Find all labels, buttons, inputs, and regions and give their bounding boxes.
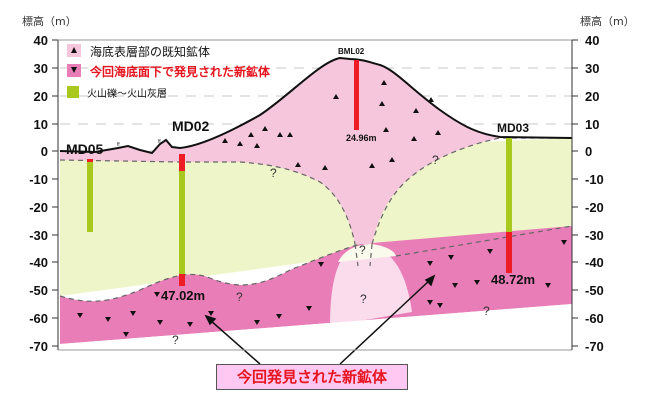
- md02-label: MD02: [172, 118, 210, 134]
- seafloor-profile: [59, 56, 573, 155]
- new-ore-callout: 今回発見された新鉱体: [216, 364, 408, 390]
- borehole-md02: [179, 154, 185, 286]
- uncertain-ore-zone: [330, 245, 412, 326]
- bml02-label: BML02: [338, 47, 365, 56]
- svg-text:-20: -20: [29, 200, 48, 215]
- md03-depth: 48.72m: [491, 272, 535, 287]
- svg-text:-70: -70: [585, 339, 604, 354]
- marker-ff-2: ff: [158, 139, 161, 145]
- right-axis-title: 標高（m）: [580, 14, 635, 28]
- svg-text:海底表層部の既知鉱体: 海底表層部の既知鉱体: [90, 44, 210, 59]
- svg-text:今回海底面下で発見された新鉱体: 今回海底面下で発見された新鉱体: [89, 64, 271, 79]
- known-ore-body: [60, 58, 572, 244]
- triangle-down-icon: [71, 67, 77, 73]
- boundary-lines: [59, 137, 573, 302]
- svg-text:-20: -20: [585, 200, 604, 215]
- svg-text:?: ?: [359, 243, 366, 257]
- svg-text:-60: -60: [585, 311, 604, 326]
- unknown-marks: ? ? ? ? ? ? ?: [172, 153, 490, 347]
- svg-text:10: 10: [34, 117, 48, 132]
- svg-text:?: ?: [236, 290, 243, 304]
- borehole-md03: [506, 138, 512, 273]
- svg-text:?: ?: [360, 292, 367, 306]
- svg-text:20: 20: [34, 89, 48, 104]
- svg-text:0: 0: [41, 144, 48, 159]
- left-tick-labels: 40 30 20 10 0 -10 -20 -30 -40 -50 -60 -70: [29, 33, 48, 354]
- svg-text:-30: -30: [29, 228, 48, 243]
- new-ore-markers: [77, 240, 567, 337]
- borehole-bml02: [354, 60, 359, 130]
- svg-text:?: ?: [483, 304, 490, 318]
- svg-text:30: 30: [585, 61, 599, 76]
- svg-text:40: 40: [34, 33, 48, 48]
- svg-text:-40: -40: [585, 255, 604, 270]
- svg-text:-30: -30: [585, 228, 604, 243]
- borehole-md05: [87, 159, 93, 232]
- seafloor-base: [60, 304, 572, 352]
- svg-text:10: 10: [585, 117, 599, 132]
- new-ore-body: [60, 226, 572, 344]
- left-axis-title: 標高（m）: [22, 14, 77, 28]
- triangle-up-icon: [71, 47, 77, 53]
- left-axis: [52, 39, 572, 351]
- svg-text:0: 0: [585, 144, 592, 159]
- uncertain-ore-zone-upper: [338, 244, 396, 262]
- right-axis: [571, 39, 578, 350]
- svg-text:-50: -50: [29, 283, 48, 298]
- svg-text:-60: -60: [29, 311, 48, 326]
- md05-label: MD05: [66, 141, 104, 157]
- legend: 海底表層部の既知鉱体 今回海底面下で発見された新鉱体 火山礫～火山灰層: [67, 44, 271, 100]
- svg-text:40: 40: [585, 33, 599, 48]
- svg-text:-10: -10: [29, 172, 48, 187]
- svg-text:30: 30: [34, 61, 48, 76]
- md03-label: MD03: [497, 121, 529, 135]
- md02-depth: 47.02m: [161, 288, 205, 303]
- svg-text:?: ?: [172, 333, 179, 347]
- bml02-depth: 24.96m: [346, 133, 377, 143]
- marker-ff-1: ff: [117, 142, 120, 148]
- svg-text:火山礫～火山灰層: 火山礫～火山灰層: [87, 87, 167, 100]
- svg-text:-50: -50: [585, 283, 604, 298]
- svg-text:-10: -10: [585, 172, 604, 187]
- svg-text:?: ?: [270, 166, 277, 180]
- svg-text:?: ?: [432, 153, 439, 167]
- svg-text:-40: -40: [29, 255, 48, 270]
- svg-text:20: 20: [585, 89, 599, 104]
- svg-text:-70: -70: [29, 339, 48, 354]
- right-tick-labels: 40 30 20 10 0 -10 -20 -30 -40 -50 -60 -70: [585, 33, 604, 354]
- volcanic-layer: [60, 138, 572, 296]
- known-ore-markers: [222, 80, 441, 170]
